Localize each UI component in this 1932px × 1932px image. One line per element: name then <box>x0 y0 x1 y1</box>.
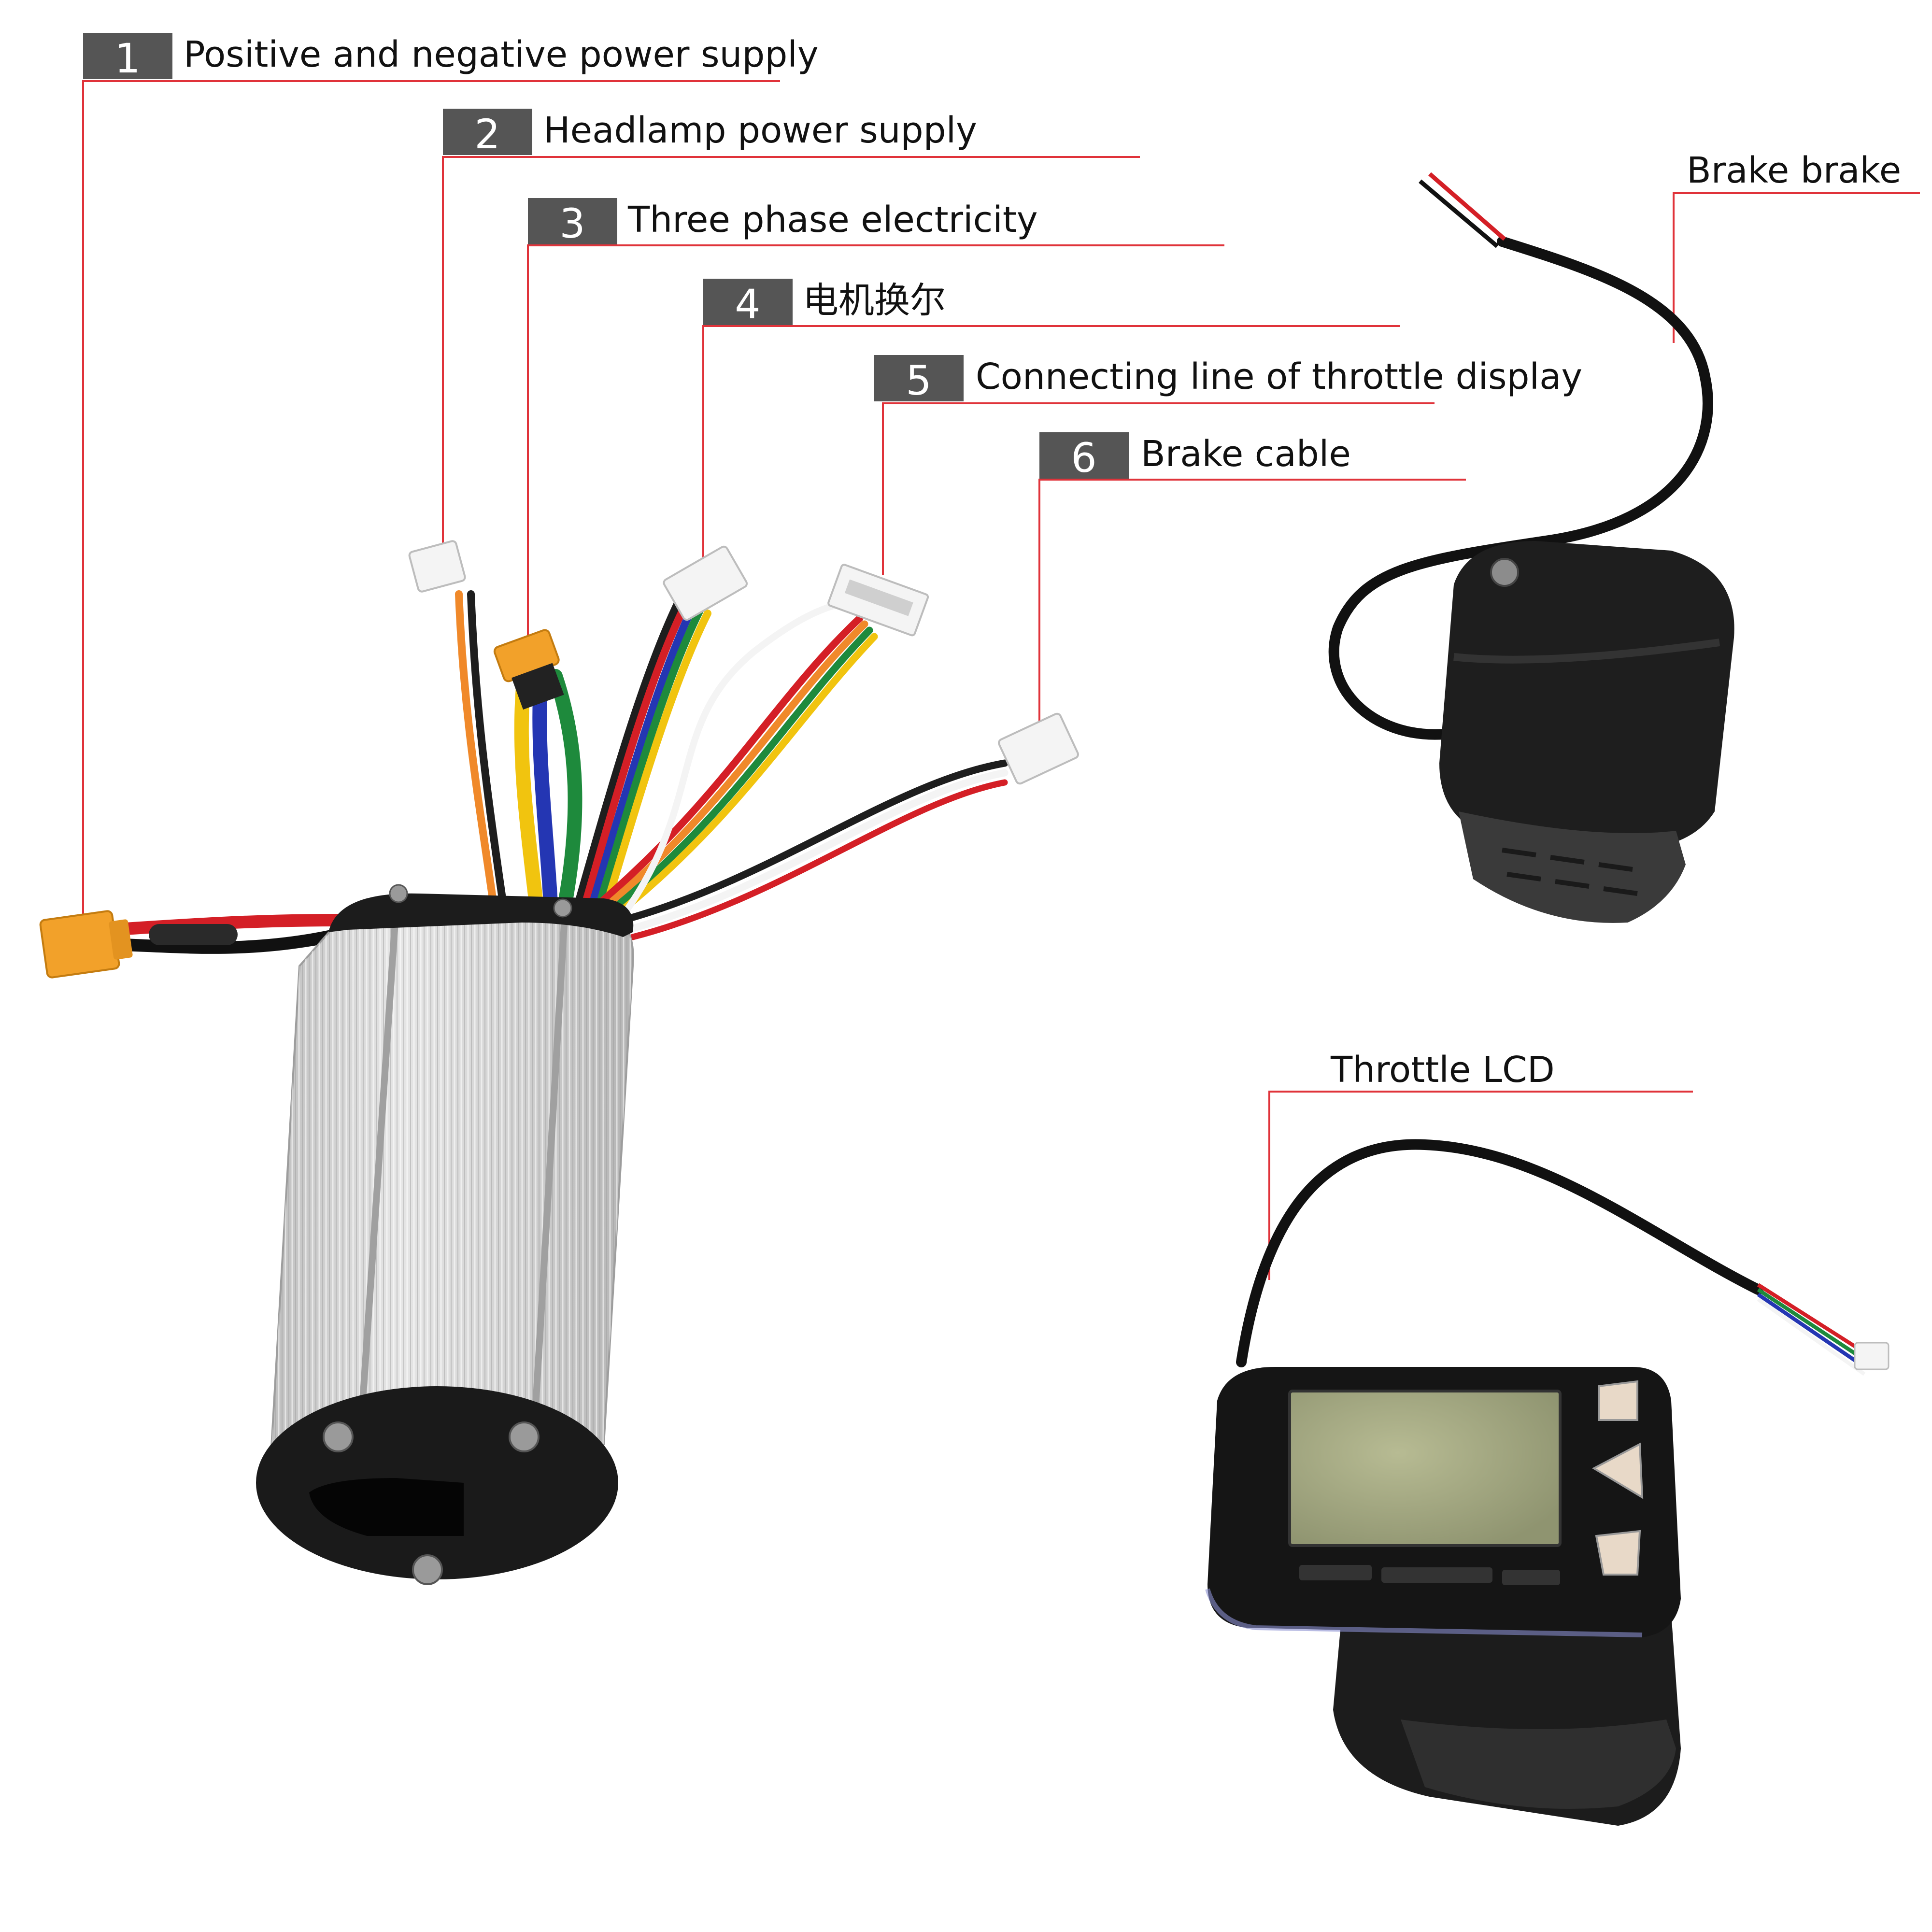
leader-line-4 <box>702 325 1400 565</box>
brake-wire-white <box>624 769 1009 934</box>
phase-connector <box>493 629 564 710</box>
display-wire-white <box>620 600 844 919</box>
brake-lever <box>1328 172 1734 923</box>
throttle-lcd-bezel-light <box>1205 1588 1643 1637</box>
display-wire-red <box>590 614 864 912</box>
leader-line-1 <box>82 80 780 931</box>
hall-wire-blue <box>590 602 697 902</box>
battery-wire-black <box>105 928 344 954</box>
throttle-lcd-connector <box>1854 1342 1889 1370</box>
callout-label-6: Brake cable <box>1141 433 1351 475</box>
leader-line-2 <box>442 156 1140 553</box>
brake-lever-screw-icon <box>1490 558 1519 587</box>
callout-3: 3 Three phase electricity <box>528 198 1038 247</box>
throttle-lcd-cable-end <box>1757 1283 1866 1376</box>
hall-connector <box>663 545 748 621</box>
brake-lever-housing <box>1439 541 1734 850</box>
brake-lever-ring <box>1453 639 1720 664</box>
callout-number-6: 6 <box>1071 434 1096 482</box>
brake-lever-grip-ridges <box>1502 848 1638 896</box>
headlamp-wire-orange <box>455 590 497 902</box>
hall-wire-yellow <box>605 610 711 902</box>
controller-rail-left <box>356 908 399 1445</box>
controller-rail-right <box>530 908 568 1440</box>
throttle-lcd-label: Throttle LCD <box>1330 1049 1555 1091</box>
callout-badge-1 <box>83 33 172 79</box>
throttle-lcd-cable <box>1236 1139 1763 1367</box>
lcd-down-button[interactable] <box>1595 1530 1641 1576</box>
brake-connector <box>998 712 1079 785</box>
controller-ribs <box>270 897 633 1463</box>
controller-wires <box>105 590 1009 954</box>
brake-lever-cable-end-black <box>1419 179 1499 248</box>
brake-lever-cable <box>1328 236 1713 740</box>
headlamp-connector <box>408 540 466 593</box>
phase-wire-green <box>548 669 582 910</box>
hall-wire-red <box>583 600 690 902</box>
hall-wire-green <box>597 606 704 902</box>
callout-number-4: 4 <box>735 281 760 328</box>
lcd-bottom-key-1[interactable] <box>1299 1565 1372 1580</box>
callout-4: 4 电机换尔 <box>703 279 946 328</box>
controller-box <box>256 884 634 1585</box>
callout-number-1: 1 <box>114 35 140 82</box>
lcd-power-button[interactable] <box>1591 1442 1644 1499</box>
throttle-lcd <box>1205 1139 1889 1826</box>
leader-line-3 <box>527 244 1224 642</box>
brake-lever-paddle <box>1459 811 1686 923</box>
callout-leader-lines <box>82 80 1920 1280</box>
callout-badge-5 <box>874 355 964 401</box>
phase-wire-blue <box>532 669 558 910</box>
callout-label-4: 电机换尔 <box>803 280 946 321</box>
lcd-up-button[interactable] <box>1598 1380 1638 1421</box>
callout-label-2: Headlamp power supply <box>543 110 977 151</box>
callout-badge-2 <box>443 109 532 155</box>
callout-number-3: 3 <box>559 200 585 247</box>
throttle-lcd-screen <box>1288 1390 1562 1547</box>
display-connector <box>827 564 929 637</box>
display-wire-green <box>605 626 873 917</box>
brake-wire-red <box>629 779 1008 940</box>
callout-label-3: Three phase electricity <box>627 199 1038 241</box>
controller-cable-port <box>309 1478 464 1536</box>
callout-number-5: 5 <box>906 357 931 404</box>
callout-label-1: Positive and negative power supply <box>184 34 819 75</box>
callout-number-2: 2 <box>474 111 500 158</box>
display-wire-yellow <box>612 633 878 919</box>
callout-5: 5 Connecting line of throttle display <box>874 355 1582 404</box>
callout-badge-4 <box>703 279 793 325</box>
hall-wire-black <box>576 597 682 902</box>
throttle-lcd-paddle <box>1401 1719 1676 1809</box>
battery-wire-red <box>105 914 344 936</box>
brake-wire-black <box>619 759 1009 924</box>
screw-icon <box>323 884 572 1585</box>
callout-badge-3 <box>528 198 617 244</box>
leader-line-lcd <box>1268 1091 1693 1280</box>
xt60-connector <box>39 910 133 979</box>
callout-1: 1 Positive and negative power supply <box>83 33 819 82</box>
callout-badge-6 <box>1039 432 1129 479</box>
leader-line-brake <box>1673 192 1920 343</box>
brake-lever-cable-end-red <box>1428 172 1506 241</box>
callout-6: 6 Brake cable <box>1039 432 1351 482</box>
leader-line-6 <box>1038 479 1466 744</box>
callout-2: 2 Headlamp power supply <box>443 109 977 158</box>
brake-label: Brake brake <box>1687 150 1901 191</box>
connectors <box>39 540 1079 979</box>
lcd-bottom-key-2[interactable] <box>1381 1567 1492 1583</box>
callout-label-5: Connecting line of throttle display <box>976 356 1582 398</box>
leader-line-5 <box>882 402 1435 575</box>
lcd-bottom-key-3[interactable] <box>1502 1570 1560 1585</box>
headlamp-wire-black <box>467 590 506 902</box>
